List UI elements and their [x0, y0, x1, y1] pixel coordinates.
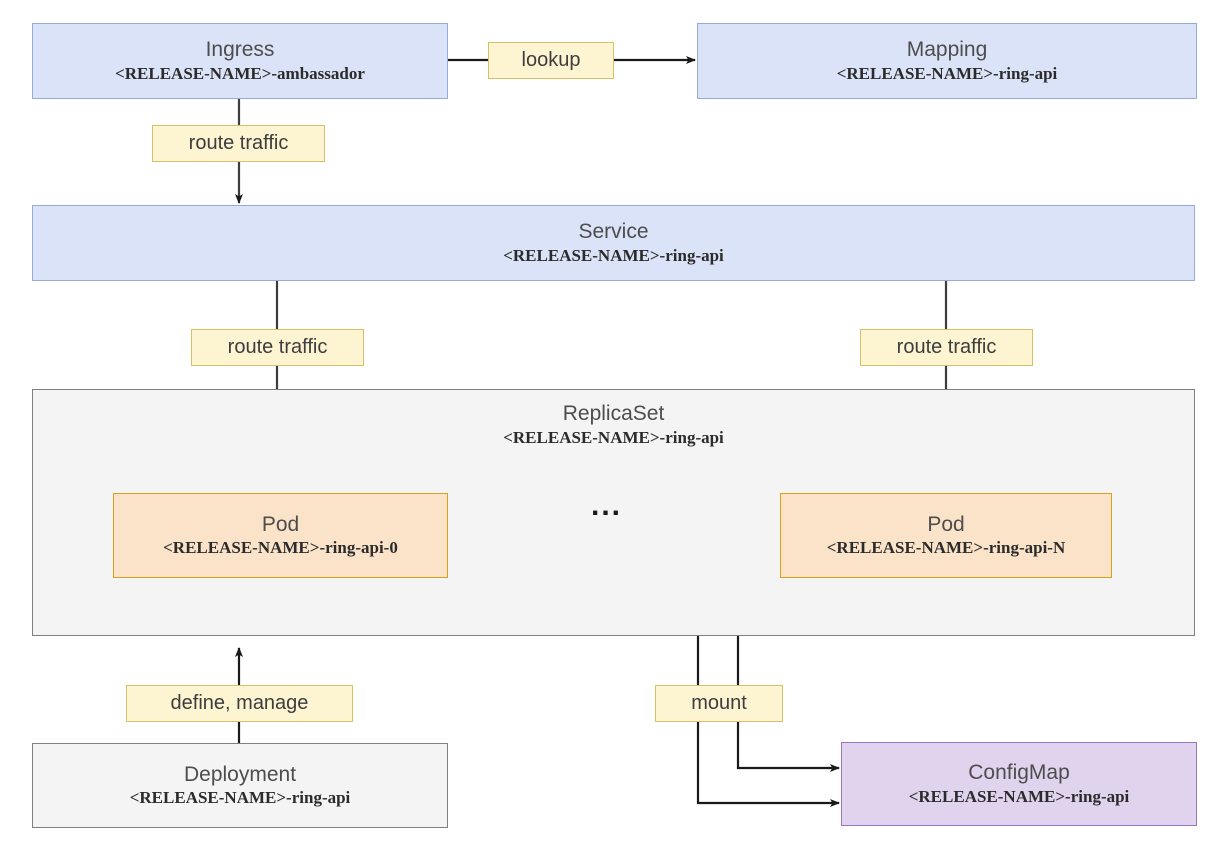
node-configmap[interactable]: ConfigMap <RELEASE-NAME>-ring-api	[841, 742, 1197, 826]
node-configmap-subtitle: <RELEASE-NAME>-ring-api	[908, 786, 1130, 806]
node-configmap-title: ConfigMap	[968, 761, 1070, 785]
node-ingress-title: Ingress	[205, 38, 275, 62]
group-replicaset-subtitle: <RELEASE-NAME>-ring-api	[503, 427, 724, 447]
group-replicaset-title: ReplicaSet	[562, 402, 665, 425]
group-replicaset-label: ReplicaSet <RELEASE-NAME>-ring-api	[33, 402, 1194, 448]
edge-label-route-traffic-pod-last[interactable]: route traffic	[860, 329, 1033, 366]
node-deployment-subtitle: <RELEASE-NAME>-ring-api	[129, 788, 351, 808]
edge-label-route-traffic-ingress[interactable]: route traffic	[152, 125, 325, 162]
node-service-subtitle: <RELEASE-NAME>-ring-api	[503, 245, 724, 265]
node-pod-first[interactable]: Pod <RELEASE-NAME>-ring-api-0	[113, 493, 448, 578]
node-mapping-title: Mapping	[906, 38, 988, 62]
pods-ellipsis: ...	[591, 489, 623, 522]
node-service-title: Service	[578, 220, 649, 244]
node-service[interactable]: Service <RELEASE-NAME>-ring-api	[32, 205, 1195, 281]
node-mapping-subtitle: <RELEASE-NAME>-ring-api	[836, 63, 1058, 83]
node-ingress[interactable]: Ingress <RELEASE-NAME>-ambassador	[32, 23, 448, 99]
edge-label-mount[interactable]: mount	[655, 685, 783, 722]
node-deployment[interactable]: Deployment <RELEASE-NAME>-ring-api	[32, 743, 448, 828]
node-pod-last-title: Pod	[927, 512, 965, 536]
node-mapping[interactable]: Mapping <RELEASE-NAME>-ring-api	[697, 23, 1197, 99]
node-pod-last[interactable]: Pod <RELEASE-NAME>-ring-api-N	[780, 493, 1112, 578]
node-pod-first-title: Pod	[261, 512, 300, 536]
edge-label-define-manage[interactable]: define, manage	[126, 685, 353, 722]
node-ingress-subtitle: <RELEASE-NAME>-ambassador	[115, 63, 365, 83]
edge-label-lookup[interactable]: lookup	[488, 42, 614, 79]
node-pod-last-subtitle: <RELEASE-NAME>-ring-api-N	[826, 538, 1066, 558]
node-pod-first-subtitle: <RELEASE-NAME>-ring-api-0	[163, 538, 398, 558]
edge-label-route-traffic-pod-first[interactable]: route traffic	[191, 329, 364, 366]
node-deployment-title: Deployment	[183, 762, 297, 786]
